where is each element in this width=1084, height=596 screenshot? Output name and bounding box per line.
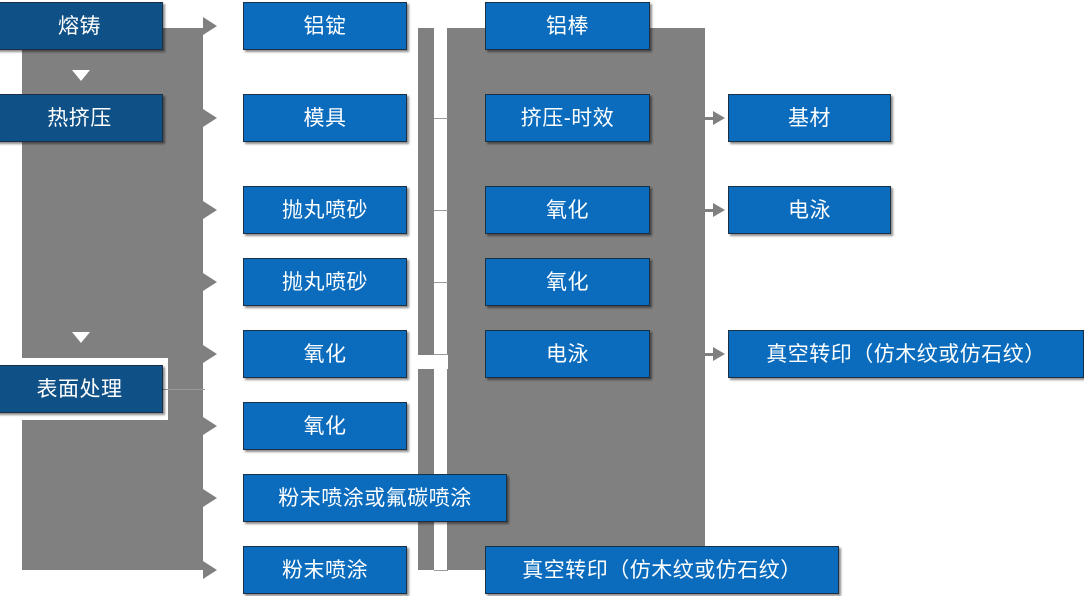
- connector-tick-3: [434, 210, 448, 211]
- process-node-aluminum-ingot[interactable]: 铝锭: [243, 2, 407, 50]
- arrow-to-c2-5: [203, 345, 217, 363]
- process-node-powder-or-fluorocarbon-coating[interactable]: 粉末喷涂或氟碳喷涂: [243, 474, 507, 522]
- connector-stub-surface: [163, 389, 205, 390]
- arrow-to-c2-7: [203, 489, 217, 507]
- arrow-line-c4-2: [705, 209, 716, 212]
- arrow-to-c4-3: [713, 347, 725, 361]
- connector-tick-4: [434, 282, 448, 283]
- arrow-to-c2-1: [203, 17, 217, 35]
- connector-bar-mid: [418, 28, 434, 570]
- process-node-mold[interactable]: 模具: [243, 94, 407, 142]
- process-node-extrusion-aging[interactable]: 挤压-时效: [485, 94, 650, 142]
- connector-tick-5: [434, 354, 448, 355]
- connector-tick-2: [434, 118, 448, 119]
- process-node-shot-blasting-1[interactable]: 抛丸喷砂: [243, 186, 407, 234]
- arrow-to-c4-2: [713, 203, 725, 217]
- process-node-aluminum-bar[interactable]: 铝棒: [485, 2, 650, 50]
- stage-node-melting[interactable]: 熔铸: [0, 2, 163, 50]
- arrowhead-down-surface: [72, 332, 90, 343]
- process-node-shot-blasting-2[interactable]: 抛丸喷砂: [243, 258, 407, 306]
- process-node-oxidation-c2-2[interactable]: 氧化: [243, 402, 407, 450]
- connector-tick-6: [434, 570, 448, 571]
- arrowhead-down-melt: [72, 70, 90, 81]
- connector-gap-b: [412, 20, 448, 27]
- arrow-to-c2-2: [203, 109, 217, 127]
- process-node-oxidation-c3-1[interactable]: 氧化: [485, 186, 650, 234]
- process-node-oxidation-c3-2[interactable]: 氧化: [485, 258, 650, 306]
- arrow-to-c4-1: [713, 111, 725, 125]
- process-node-vacuum-transfer-printing-c3[interactable]: 真空转印（仿木纹或仿石纹）: [485, 546, 839, 594]
- process-node-powder-coating[interactable]: 粉末喷涂: [243, 546, 407, 594]
- arrow-to-c2-8: [203, 561, 217, 579]
- connector-gap-a: [412, 355, 448, 369]
- result-node-electrophoresis[interactable]: 电泳: [728, 186, 891, 234]
- stage-node-surface-treatment[interactable]: 表面处理: [0, 365, 163, 413]
- stage-node-extrusion[interactable]: 热挤压: [0, 94, 163, 142]
- arrow-line-c4-3: [705, 353, 716, 356]
- result-node-vacuum-transfer-printing[interactable]: 真空转印（仿木纹或仿石纹）: [728, 330, 1084, 378]
- arrow-to-c2-4: [203, 273, 217, 291]
- process-node-electrophoresis-c3[interactable]: 电泳: [485, 330, 650, 378]
- result-node-substrate[interactable]: 基材: [728, 94, 891, 142]
- arrow-to-c2-6: [203, 417, 217, 435]
- arrow-to-c2-3: [203, 201, 217, 219]
- process-node-oxidation-c2-1[interactable]: 氧化: [243, 330, 407, 378]
- arrow-line-c4-1: [705, 117, 716, 120]
